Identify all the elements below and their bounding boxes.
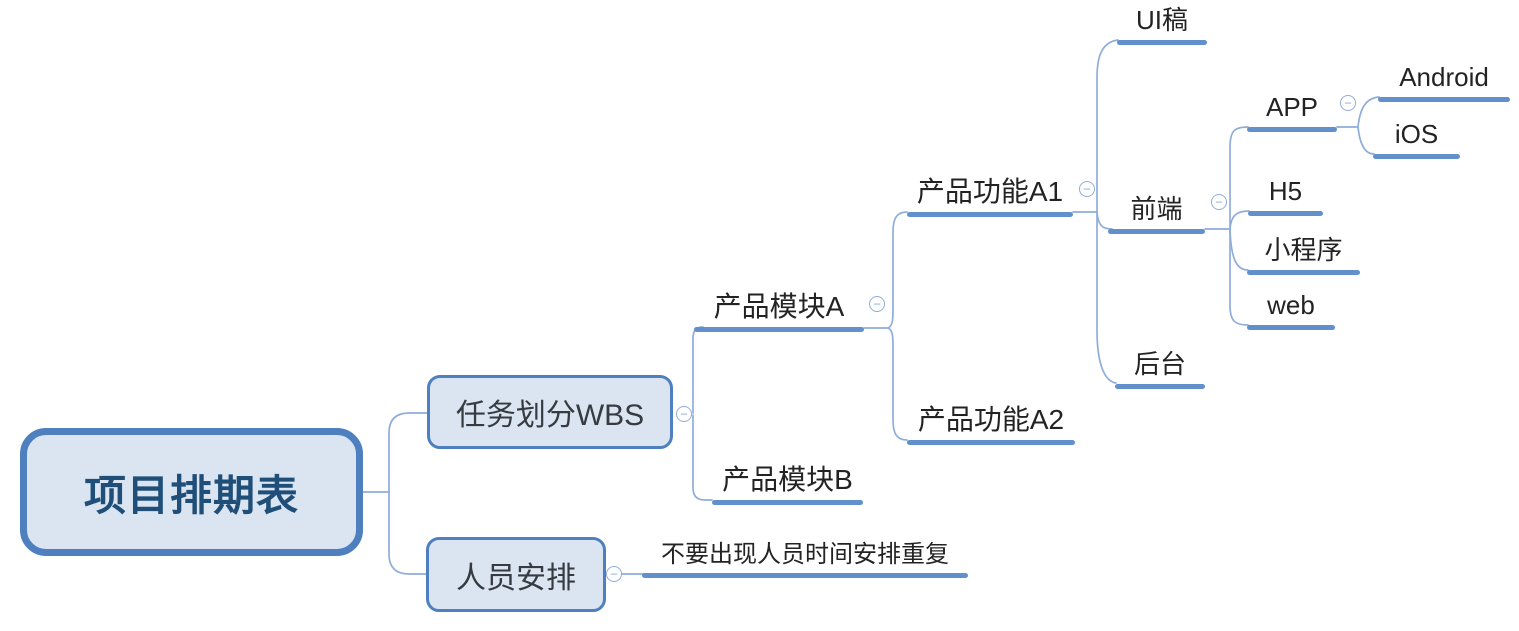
node-staffing-label: 人员安排 — [456, 561, 576, 595]
node-feature-a2[interactable]: 产品功能A2 — [907, 404, 1075, 445]
node-h5[interactable]: H5 — [1248, 176, 1323, 216]
root-node-label: 项目排期表 — [83, 471, 299, 519]
minus-icon: − — [680, 406, 688, 421]
node-backend[interactable]: 后台 — [1115, 349, 1205, 389]
minus-icon: − — [1344, 95, 1352, 110]
node-ios[interactable]: iOS — [1373, 119, 1460, 159]
node-web-label: web — [1267, 290, 1315, 321]
collapse-button-module-a[interactable]: − — [869, 296, 885, 312]
node-app-label: APP — [1265, 92, 1319, 123]
connector-feature-a1-to-ui — [1096, 39, 1119, 213]
node-web[interactable]: web — [1247, 290, 1335, 330]
node-feature-a1[interactable]: 产品功能A1 — [907, 176, 1073, 217]
node-ui-draft[interactable]: UI稿 — [1117, 5, 1207, 45]
node-ui-draft-label: UI稿 — [1135, 5, 1188, 36]
node-miniprogram-label: 小程序 — [1264, 235, 1343, 266]
connector-app-to-ios — [1357, 126, 1375, 155]
collapse-button-app[interactable]: − — [1340, 95, 1356, 111]
minus-icon: − — [610, 566, 618, 581]
node-android-label: Android — [1399, 62, 1489, 93]
node-android-branch — [1378, 97, 1510, 102]
node-h5-branch — [1248, 211, 1323, 216]
connector-root-to-staff — [388, 491, 427, 575]
minus-icon: − — [1215, 194, 1223, 209]
connector-frontend-to-web — [1229, 228, 1249, 326]
node-task-wbs-label: 任务划分WBS — [455, 399, 645, 432]
node-staffing-note-label: 不要出现人员时间安排重复 — [661, 541, 949, 569]
node-web-branch — [1247, 325, 1335, 330]
minus-icon: − — [873, 296, 881, 311]
node-miniprogram-branch — [1247, 270, 1360, 275]
branch-connectors — [362, 39, 1380, 575]
node-app-branch — [1247, 127, 1337, 132]
node-module-a-branch — [694, 327, 864, 332]
collapse-button-wbs[interactable]: − — [676, 406, 692, 422]
node-frontend-label: 前端 — [1130, 194, 1183, 225]
node-frontend[interactable]: 前端 — [1108, 194, 1205, 234]
root-node-project-schedule[interactable]: 项目排期表 — [20, 428, 363, 556]
minus-icon: − — [1083, 181, 1091, 196]
node-feature-a1-label: 产品功能A1 — [916, 175, 1064, 207]
node-module-a-label: 产品模块A — [713, 290, 845, 322]
connector-wbs-to-module-a — [692, 326, 704, 414]
node-backend-label: 后台 — [1133, 349, 1186, 380]
collapse-button-feature-a1[interactable]: − — [1079, 181, 1095, 197]
node-backend-branch — [1115, 384, 1205, 389]
connector-root-to-wbs — [388, 412, 428, 493]
connector-wbs-to-module-b — [692, 414, 713, 501]
node-module-b[interactable]: 产品模块B — [712, 464, 863, 505]
node-module-b-label: 产品模块B — [722, 463, 853, 495]
node-ui-draft-branch — [1117, 40, 1207, 45]
connector-module-a-to-feature-a1 — [887, 211, 908, 329]
collapse-button-frontend[interactable]: − — [1211, 194, 1227, 210]
node-ios-branch — [1373, 154, 1460, 159]
connector-module-a-to-feature-a2 — [887, 327, 908, 441]
node-android[interactable]: Android — [1378, 62, 1510, 102]
node-module-b-branch — [712, 500, 863, 505]
connector-frontend-to-h5 — [1229, 210, 1250, 230]
node-staffing-note[interactable]: 不要出现人员时间安排重复 — [642, 538, 968, 578]
node-frontend-branch — [1108, 229, 1205, 234]
node-h5-label: H5 — [1268, 176, 1303, 207]
node-feature-a2-label: 产品功能A2 — [917, 403, 1065, 435]
node-module-a[interactable]: 产品模块A — [694, 291, 864, 332]
collapse-button-staffing[interactable]: − — [606, 566, 622, 582]
connector-frontend-to-app — [1229, 126, 1249, 230]
node-app[interactable]: APP — [1247, 92, 1337, 132]
node-miniprogram[interactable]: 小程序 — [1247, 235, 1360, 275]
connector-feature-a1-to-backend — [1096, 211, 1117, 384]
connector-app-to-android — [1357, 96, 1380, 128]
node-task-wbs[interactable]: 任务划分WBS — [427, 375, 673, 449]
node-feature-a1-branch — [907, 212, 1073, 217]
node-staffing[interactable]: 人员安排 — [426, 537, 606, 612]
node-feature-a2-branch — [907, 440, 1075, 445]
node-staffing-note-branch — [642, 573, 968, 578]
node-ios-label: iOS — [1394, 119, 1439, 150]
